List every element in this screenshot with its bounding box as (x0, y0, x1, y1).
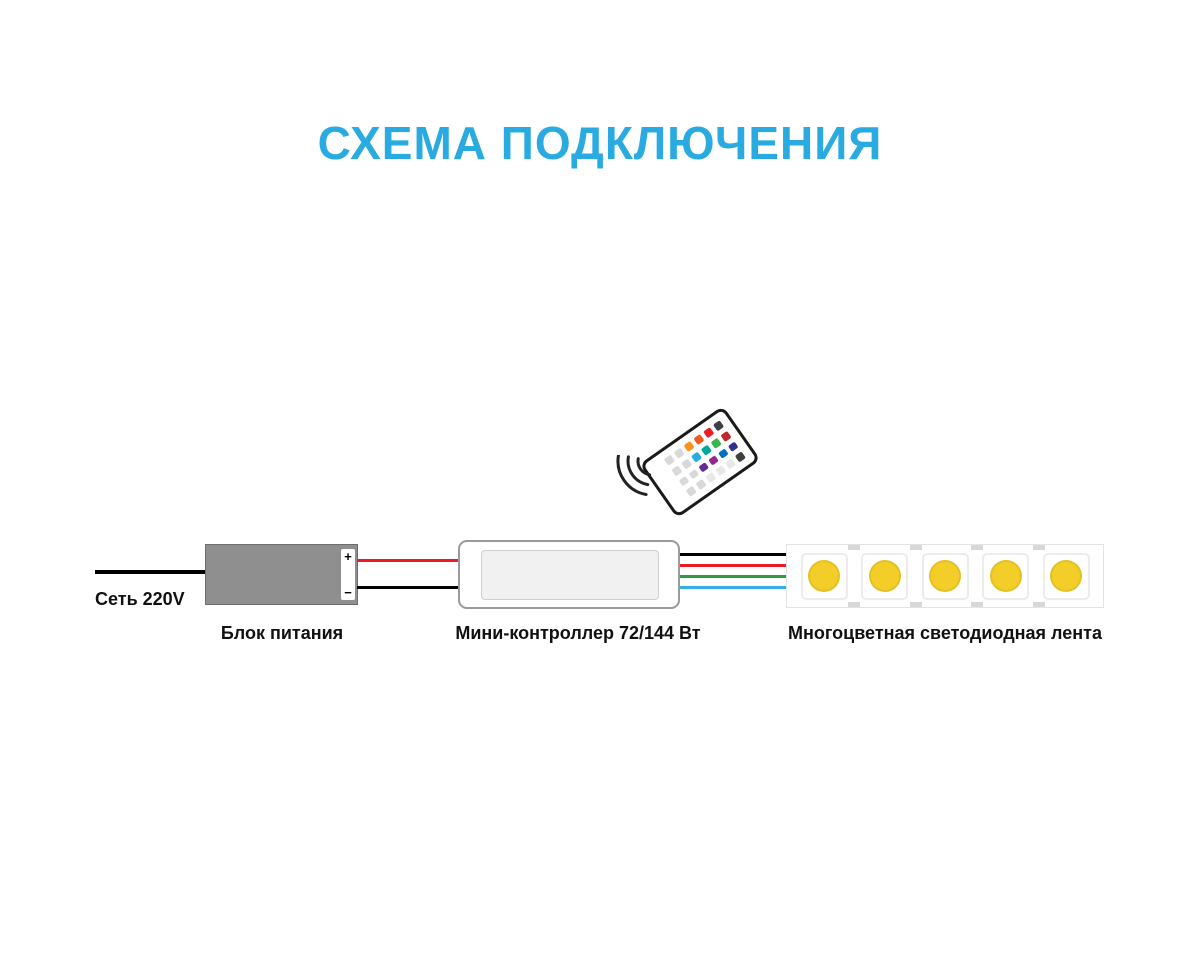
solder-pad (909, 602, 922, 607)
mini-controller-cover (481, 550, 659, 600)
led-chip (808, 560, 840, 592)
led-strip-body (786, 544, 1104, 608)
remote-button (715, 465, 727, 477)
psu-terminal-plus: + (344, 549, 352, 564)
led-chip (929, 560, 961, 592)
mini-controller (458, 540, 680, 609)
remote-button (717, 447, 729, 459)
wire-strip-red (680, 564, 786, 567)
remote-button (690, 451, 702, 463)
led-module (800, 552, 848, 600)
remote-button (707, 454, 719, 466)
remote-button (705, 472, 717, 484)
wire-strip-green (680, 575, 786, 578)
psu-terminal-minus: − (344, 585, 352, 600)
power-supply: + − (205, 544, 358, 605)
solder-pad (971, 602, 983, 607)
remote-button (710, 437, 722, 449)
led-module (861, 552, 908, 600)
solder-pad (909, 545, 922, 550)
led-chip (1050, 560, 1082, 592)
controller-label: Мини-контроллер 72/144 Вт (455, 623, 701, 643)
ir-signal-waves-icon (616, 455, 652, 496)
remote-button (663, 454, 675, 466)
mains-label: Сеть 220V (95, 589, 185, 609)
wire-psu-plus (357, 559, 459, 562)
solder-pad (1032, 545, 1045, 550)
remote-button (734, 451, 746, 463)
mains-wire (95, 570, 206, 574)
remote-button (725, 458, 737, 470)
solder-pad (971, 545, 983, 550)
remote-button (693, 433, 705, 445)
led-chip (868, 560, 901, 592)
psu-terminal-block: + − (341, 549, 355, 600)
remote-button (681, 458, 693, 470)
led-module (982, 552, 1029, 600)
remote-button (698, 461, 710, 473)
psu-label: Блок питания (220, 623, 344, 643)
remote-button (703, 427, 715, 439)
solder-pad (1032, 602, 1045, 607)
solder-pad (848, 602, 860, 607)
wire-psu-minus (357, 586, 459, 589)
wire-strip-black (680, 553, 786, 556)
led-chip (989, 560, 1022, 592)
remote-button (678, 475, 690, 487)
strip-label: Многоцветная светодиодная лента (788, 623, 1102, 643)
led-module (1042, 552, 1090, 600)
remote-button (713, 420, 725, 432)
remote-button (720, 430, 732, 442)
led-module (921, 552, 969, 600)
solder-pad (848, 545, 860, 550)
remote-button (695, 479, 707, 491)
remote-button (727, 441, 739, 453)
remote-button (700, 444, 712, 456)
remote-button (683, 440, 695, 452)
remote-button (685, 485, 697, 497)
remote-button (671, 465, 683, 477)
remote-button (673, 447, 685, 459)
page-title: СХЕМА ПОДКЛЮЧЕНИЯ (317, 117, 883, 169)
remote-button (688, 468, 700, 480)
wire-strip-blue (680, 586, 786, 589)
